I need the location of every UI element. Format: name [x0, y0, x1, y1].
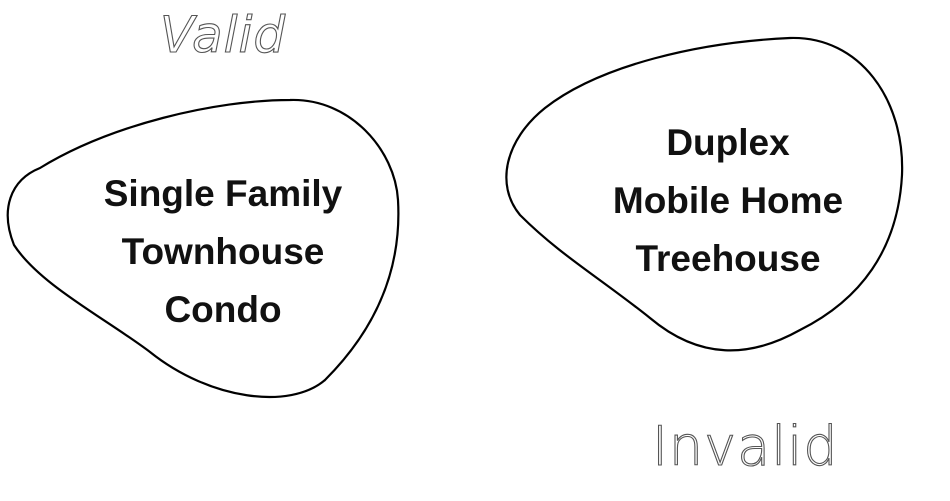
invalid-set-members: Duplex Mobile Home Treehouse — [576, 114, 880, 288]
invalid-member: Mobile Home — [612, 180, 844, 221]
valid-set-outline — [6, 98, 400, 399]
invalid-set-title: Invalid — [651, 415, 839, 478]
valid-set-title: Valid — [159, 6, 287, 64]
valid-member: Condo — [164, 289, 282, 330]
invalid-member: Treehouse — [635, 238, 821, 279]
valid-set-members: Single Family Townhouse Condo — [68, 165, 378, 339]
invalid-set-outline — [505, 36, 904, 352]
invalid-member: Duplex — [666, 122, 790, 163]
valid-member: Single Family — [103, 173, 343, 214]
valid-member: Townhouse — [121, 231, 325, 272]
